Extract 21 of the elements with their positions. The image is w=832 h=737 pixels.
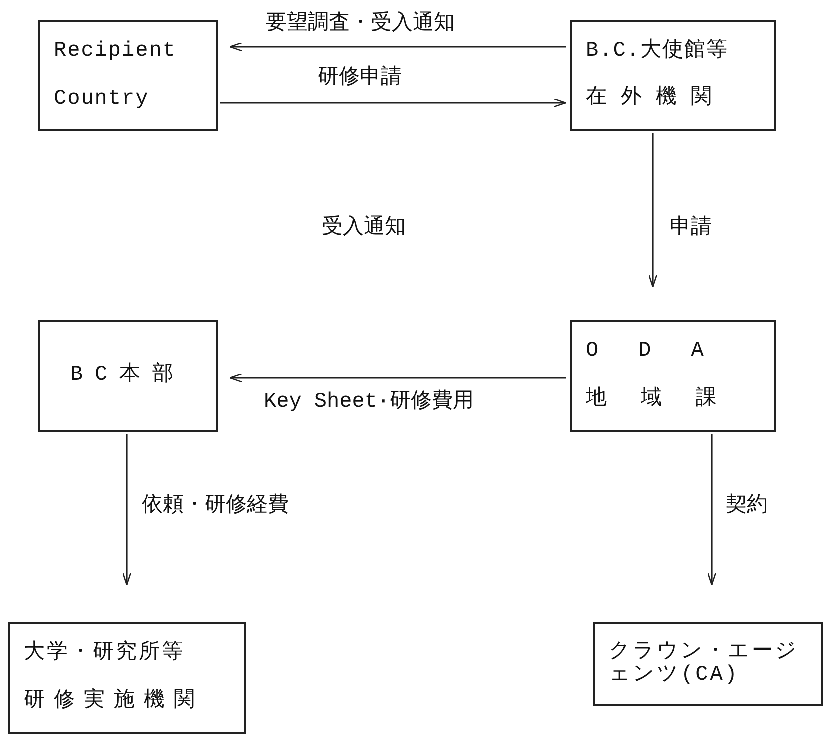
- arrow: [122, 434, 132, 586]
- box: [8, 622, 246, 734]
- arrow: [229, 373, 566, 383]
- node-text: 在外機関: [586, 86, 727, 112]
- arrow: [707, 434, 717, 586]
- box: [38, 20, 218, 131]
- node-text: 研修実施機関: [24, 688, 205, 715]
- node-text: B.C.大使館等: [586, 38, 730, 65]
- node-text: Recipient Country: [54, 39, 178, 114]
- node-text: 地域課: [586, 386, 752, 413]
- box: [593, 622, 823, 706]
- node-text: ODA: [586, 338, 745, 365]
- node-text: クラウン・エージェンツ(CA): [609, 640, 800, 688]
- arrow: [648, 133, 658, 288]
- node-text: 大学・研究所等: [24, 640, 186, 667]
- box: [38, 320, 218, 432]
- arrow: [229, 42, 566, 52]
- box: [570, 320, 776, 432]
- arrow: [220, 98, 567, 108]
- box: [570, 20, 776, 131]
- node-text: BC本部: [69, 362, 187, 389]
